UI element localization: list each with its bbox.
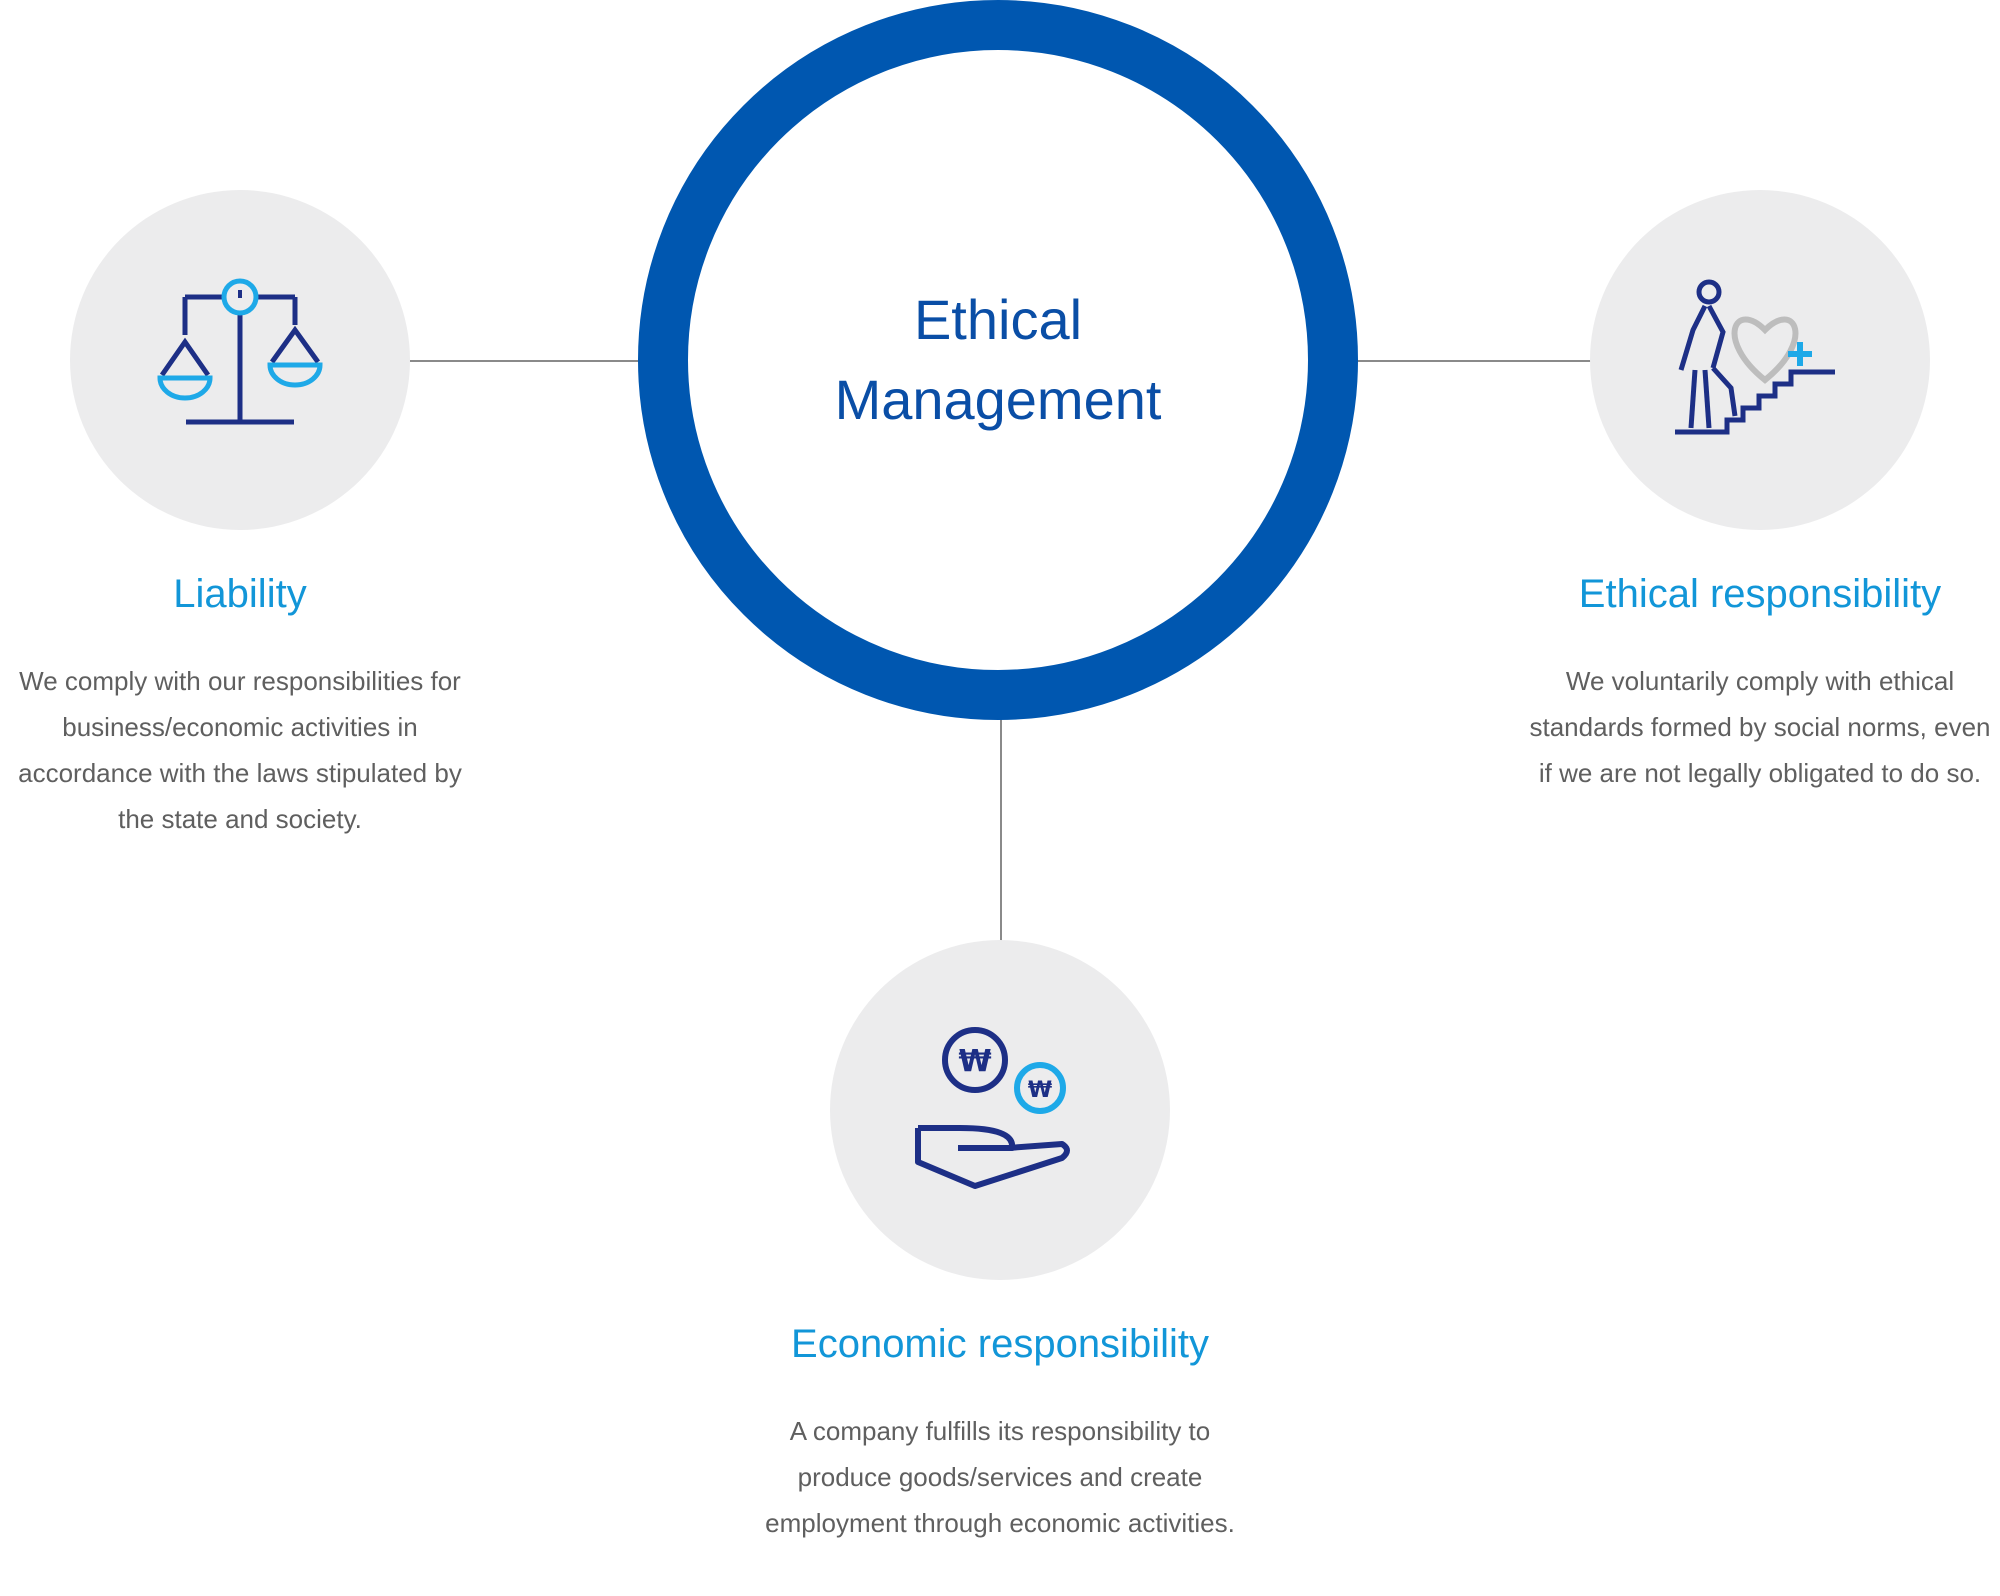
connector-bottom bbox=[1000, 718, 1002, 942]
icon-circle-economic: ₩ ₩ bbox=[830, 940, 1170, 1280]
hand-coins-icon: ₩ ₩ bbox=[915, 1027, 1070, 1189]
node-title-ethical: Ethical responsibility bbox=[1578, 572, 1942, 616]
center-title: Ethical Management bbox=[834, 288, 1162, 431]
connector-left bbox=[410, 360, 642, 362]
node-desc-economic: A company fulfills its responsibility to… bbox=[765, 1416, 1235, 1538]
svg-text:₩: ₩ bbox=[958, 1044, 991, 1079]
node-desc-ethical: We voluntarily comply with ethical stand… bbox=[1529, 666, 1991, 788]
person-stairs-heart-icon bbox=[1675, 279, 1835, 435]
node-ethical: Ethical responsibility We voluntarily co… bbox=[1480, 190, 2000, 796]
connector-right bbox=[1354, 360, 1592, 362]
scales-icon bbox=[157, 278, 323, 425]
node-desc-liability: We comply with our responsibilities for … bbox=[18, 666, 462, 834]
node-title-economic: Economic responsibility bbox=[791, 1322, 1209, 1366]
node-liability: Liability We comply with our responsibil… bbox=[0, 190, 520, 842]
icon-circle-liability bbox=[70, 190, 410, 530]
center-ring: Ethical Management bbox=[638, 0, 1358, 720]
icon-circle-ethical bbox=[1590, 190, 1930, 530]
svg-text:₩: ₩ bbox=[1028, 1078, 1052, 1103]
node-economic: ₩ ₩ Economic responsibility A company fu… bbox=[720, 940, 1280, 1546]
node-title-liability: Liability bbox=[173, 572, 307, 616]
